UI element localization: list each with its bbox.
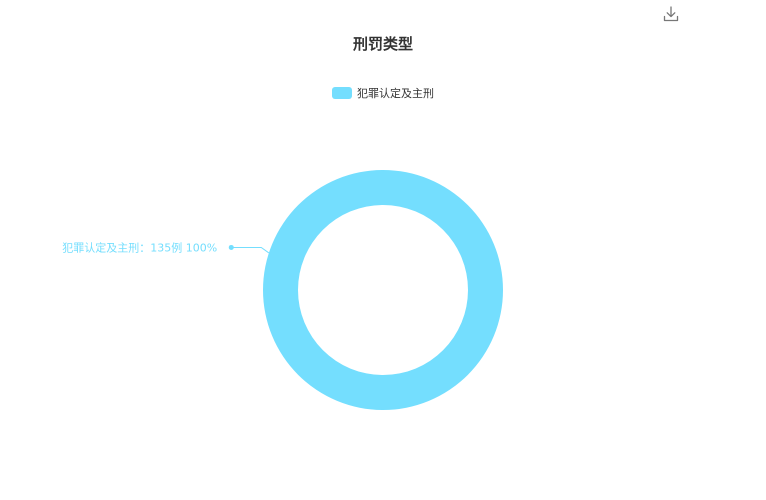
download-icon xyxy=(663,6,679,22)
legend: 犯罪认定及主刑 xyxy=(0,85,766,101)
label-leader-dot xyxy=(228,244,234,250)
chart-title: 刑罚类型 xyxy=(352,35,413,53)
legend-item[interactable]: 犯罪认定及主刑 xyxy=(332,85,434,101)
slice-label: 犯罪认定及主刑：135例 100% xyxy=(62,240,217,254)
download-button[interactable] xyxy=(660,4,682,24)
legend-label: 犯罪认定及主刑 xyxy=(357,87,434,100)
legend-swatch xyxy=(332,87,352,99)
label-leader-line xyxy=(231,246,270,254)
pie-slice[interactable] xyxy=(263,170,503,410)
